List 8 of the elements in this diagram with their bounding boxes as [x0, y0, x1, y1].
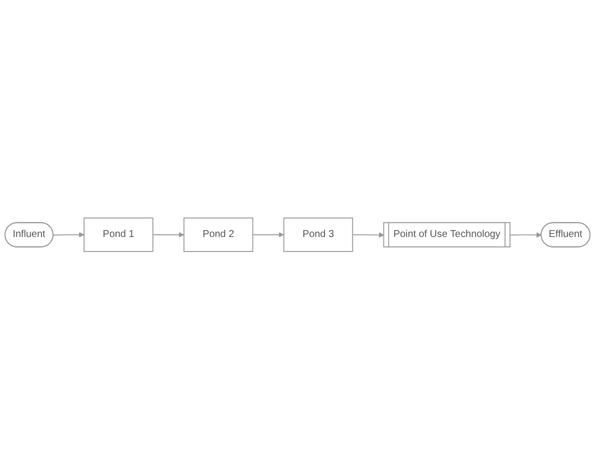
node-box: Pond 3 — [283, 218, 354, 252]
node-box: Pond 2 — [183, 218, 254, 252]
arrow — [352, 232, 384, 238]
node-box: Pond 1 — [84, 218, 154, 252]
arrow — [152, 232, 184, 238]
arrow — [510, 232, 542, 238]
arrow — [52, 232, 84, 238]
arrow — [252, 232, 284, 238]
